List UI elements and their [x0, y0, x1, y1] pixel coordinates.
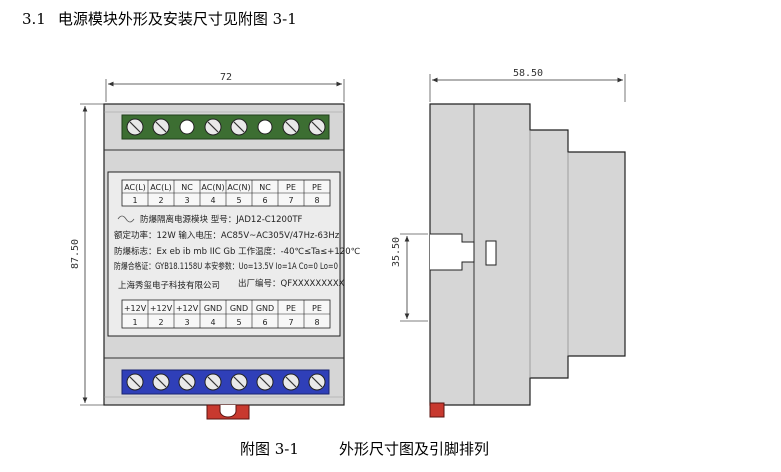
top-pin-number: 8 [314, 196, 319, 205]
empty-slot-icon [257, 119, 273, 135]
bottom-pin-name: +12V [150, 304, 173, 313]
top-pin-number: 6 [262, 196, 267, 205]
top-pin-name: PE [312, 183, 322, 192]
label-line-1: 防爆隔离电源模块 型号：JAD12-C1200TF [140, 214, 303, 225]
bottom-pin-name: GND [230, 304, 248, 313]
top-pin-number: 7 [288, 196, 293, 205]
dim-side-inner: 35.50 [391, 237, 402, 267]
caption-label: 附图 3-1 [240, 440, 299, 458]
top-pin-number: 3 [184, 196, 189, 205]
top-pin-name: NC [259, 183, 271, 192]
section-heading: 3.1 电源模块外形及安装尺寸见附图 3-1 [22, 8, 297, 29]
label-line-2: 额定功率：12W 输入电压：AC85V~AC305V/47Hz-63Hz [114, 230, 340, 241]
section-title-text: 电源模块外形及安装尺寸见附图 3-1 [57, 10, 297, 28]
label-line-4: 防爆合格证：GYB18.1158U 本安参数：Uo=13.5V Io=1A Co… [114, 261, 338, 272]
dim-front-height: 87.50 [70, 239, 81, 269]
front-view: 72 87.50 [70, 72, 361, 420]
bottom-pin-name: +12V [176, 304, 199, 313]
dim-front-width: 72 [220, 72, 232, 83]
top-pin-name: AC(L) [124, 183, 146, 192]
top-pin-name: NC [181, 183, 193, 192]
bottom-pin-number: 7 [288, 318, 293, 327]
bottom-pin-number: 3 [184, 318, 189, 327]
logo-icon [117, 215, 135, 223]
bottom-pin-number: 5 [236, 318, 241, 327]
label-line-3: 防爆标志：Ex eb ib mb IIC Gb 工作温度：-40℃≤Ta≤+12… [114, 246, 361, 257]
top-pin-number: 5 [236, 196, 241, 205]
top-pin-number: 2 [158, 196, 163, 205]
bottom-pin-table: +12V +12V +12V GND GND GND PE PE 1 2 3 4… [121, 299, 331, 329]
top-pin-table: AC(L) AC(L) NC AC(N) AC(N) NC PE PE 1 2 … [121, 179, 331, 207]
section-number: 3.1 [22, 10, 46, 28]
dim-side-width: 58.50 [513, 68, 543, 79]
bottom-pin-name: PE [312, 304, 322, 313]
bottom-pin-number: 4 [210, 318, 215, 327]
figure-caption: 附图 3-1 外形尺寸图及引脚排列 [240, 438, 489, 459]
bottom-pin-name: PE [286, 304, 296, 313]
din-clip [206, 404, 250, 420]
empty-slot-icon [179, 119, 195, 135]
top-pin-number: 4 [210, 196, 215, 205]
latch-window [485, 240, 497, 266]
top-pin-number: 1 [132, 196, 137, 205]
side-view: 58.50 35.50 [391, 68, 626, 418]
label-line-6: 出厂编号：QFXXXXXXXXX [238, 278, 345, 289]
bottom-pin-name: +12V [124, 304, 147, 313]
bottom-pin-name: GND [256, 304, 274, 313]
side-clip [429, 402, 445, 418]
caption-text: 外形尺寸图及引脚排列 [338, 440, 489, 458]
bottom-pin-number: 8 [314, 318, 319, 327]
label-line-5: 上海秀玺电子科技有限公司 [118, 280, 220, 291]
top-pin-name: AC(N) [201, 183, 224, 192]
bottom-pin-number: 6 [262, 318, 267, 327]
top-pin-name: PE [286, 183, 296, 192]
bottom-pin-name: GND [204, 304, 222, 313]
bottom-pin-number: 2 [158, 318, 163, 327]
top-pin-name: AC(N) [227, 183, 250, 192]
bottom-pin-number: 1 [132, 318, 137, 327]
top-pin-name: AC(L) [150, 183, 172, 192]
